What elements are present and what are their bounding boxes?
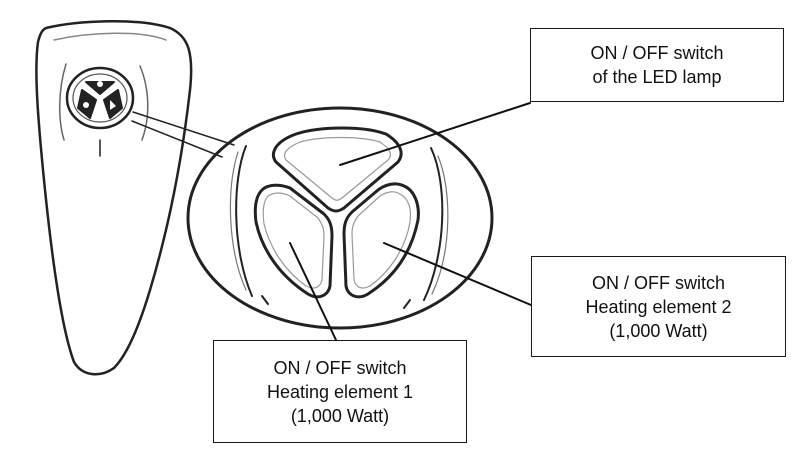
heating-element-2-button-icon (342, 182, 420, 299)
callout-heating-element-2-switch: ON / OFF switch Heating element 2 (1,000… (531, 256, 786, 357)
callout-heating2-line1: ON / OFF switch (591, 272, 725, 293)
callout-heating-element-1-switch: ON / OFF switch Heating element 1 (1,000… (213, 340, 467, 443)
remote-control-icon (35, 20, 193, 376)
callout-led-line1: ON / OFF switch (590, 43, 724, 63)
leader-line-led (339, 102, 531, 166)
leader-line-heating-2 (383, 242, 532, 306)
button-cluster-icon (65, 66, 135, 130)
callout-led-line2: of the LED lamp (592, 67, 722, 87)
led-lamp-button-icon (272, 126, 403, 213)
enlarged-button-cluster (186, 106, 494, 330)
heating-element-1-button-icon (253, 183, 334, 299)
callout-heating2-line3: (1,000 Watt) (609, 320, 708, 341)
leader-line-heating-1 (289, 242, 337, 341)
callout-heating1-line1: ON / OFF switch (273, 357, 407, 378)
callout-heating1-line2: Heating element 1 (266, 381, 414, 402)
callout-led-lamp-switch: ON / OFF switch of the LED lamp (530, 28, 784, 102)
callout-heating2-line2: Heating element 2 (585, 296, 732, 317)
callout-heating1-line3: (1,000 Watt) (290, 405, 390, 426)
